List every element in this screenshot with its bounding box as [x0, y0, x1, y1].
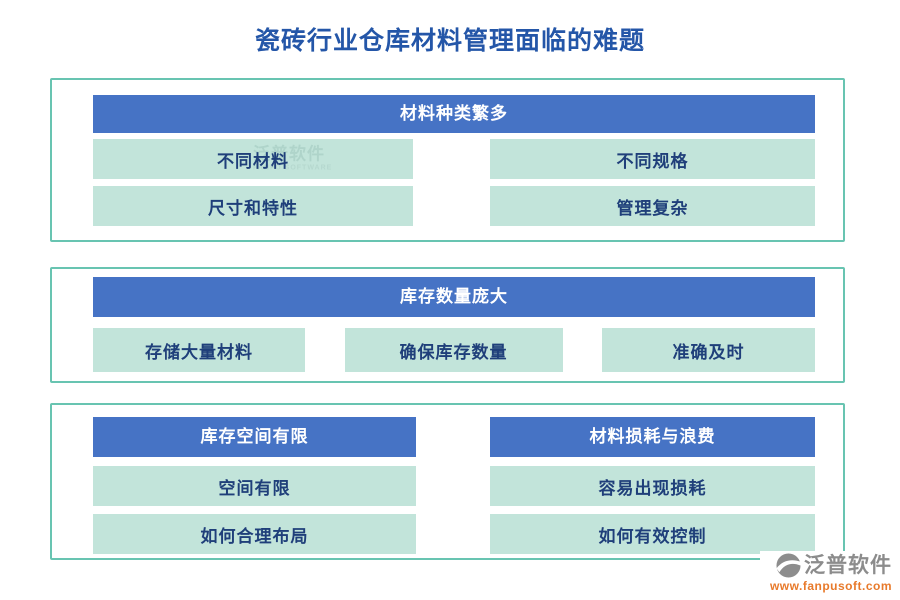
panel-space-and-loss-columns: 库存空间有限 空间有限 如何合理布局 材料损耗与浪费 容易出现损耗 如何有效控制 [93, 417, 815, 554]
watermark-text: 泛普软件 [253, 144, 325, 164]
item-label: 如何合理布局 [200, 526, 309, 546]
item-label: 管理复杂 [616, 198, 689, 218]
fanpu-watermark: 泛普软件 FANPU SOFTWARE [253, 145, 332, 171]
fanpu-logo-name: 泛普软件 [804, 553, 892, 577]
item-box-ensure-stock-quantity: 确保库存数量 [344, 328, 563, 372]
item-label: 尺寸和特性 [208, 198, 298, 218]
panel-space-and-loss: 库存空间有限 空间有限 如何合理布局 材料损耗与浪费 容易出现损耗 如何有效控制 [50, 403, 845, 560]
panel-inventory-quantity-grid: 存储大量材料 确保库存数量 准确及时 [93, 328, 815, 372]
item-box-prone-to-loss: 容易出现损耗 [490, 466, 815, 506]
item-label: 空间有限 [218, 478, 291, 498]
item-box-store-large-amount: 存储大量材料 [93, 328, 305, 372]
item-label: 准确及时 [672, 342, 745, 362]
panel-inventory-quantity-header: 库存数量庞大 [93, 277, 815, 317]
item-box-reasonable-layout: 如何合理布局 [93, 514, 416, 554]
item-box-size-characteristics: 尺寸和特性 [93, 186, 413, 226]
column-material-loss-header: 材料损耗与浪费 [490, 417, 815, 457]
item-box-different-materials: 不同材料 泛普软件 FANPU SOFTWARE [93, 139, 413, 179]
item-label: 存储大量材料 [145, 342, 253, 362]
column-material-loss: 材料损耗与浪费 容易出现损耗 如何有效控制 [490, 417, 815, 554]
panel-inventory-quantity: 库存数量庞大 存储大量材料 确保库存数量 准确及时 [50, 267, 845, 383]
fanpu-logo-icon [776, 553, 801, 578]
page-title: 瓷砖行业仓库材料管理面临的难题 [254, 27, 645, 55]
item-label: 确保库存数量 [399, 342, 508, 362]
item-box-different-specs: 不同规格 [490, 139, 815, 179]
column-limited-space-header: 库存空间有限 [93, 417, 416, 457]
column-limited-space: 库存空间有限 空间有限 如何合理布局 [93, 417, 416, 554]
fanpu-logo-url: www.fanpusoft.com [769, 579, 892, 593]
watermark-subtext: FANPU SOFTWARE [253, 164, 333, 172]
fanpu-logo-row: 泛普软件 [770, 553, 892, 578]
item-box-accurate-timely: 准确及时 [602, 328, 815, 372]
panel-material-variety: 材料种类繁多 不同材料 泛普软件 FANPU SOFTWARE 不同规格 尺寸和… [50, 78, 845, 242]
panel-material-variety-header: 材料种类繁多 [93, 95, 815, 133]
item-box-effective-control: 如何有效控制 [490, 514, 815, 554]
item-label: 如何有效控制 [598, 526, 707, 546]
item-box-complex-management: 管理复杂 [490, 186, 815, 226]
item-label: 不同规格 [616, 151, 689, 171]
item-box-limited-space: 空间有限 [93, 466, 416, 506]
fanpu-logo: 泛普软件 www.fanpusoft.com [759, 551, 894, 594]
item-label: 容易出现损耗 [598, 478, 707, 498]
panel-material-variety-grid: 不同材料 泛普软件 FANPU SOFTWARE 不同规格 尺寸和特性 管理复杂 [93, 139, 815, 226]
item-label: 不同材料 [217, 151, 289, 171]
